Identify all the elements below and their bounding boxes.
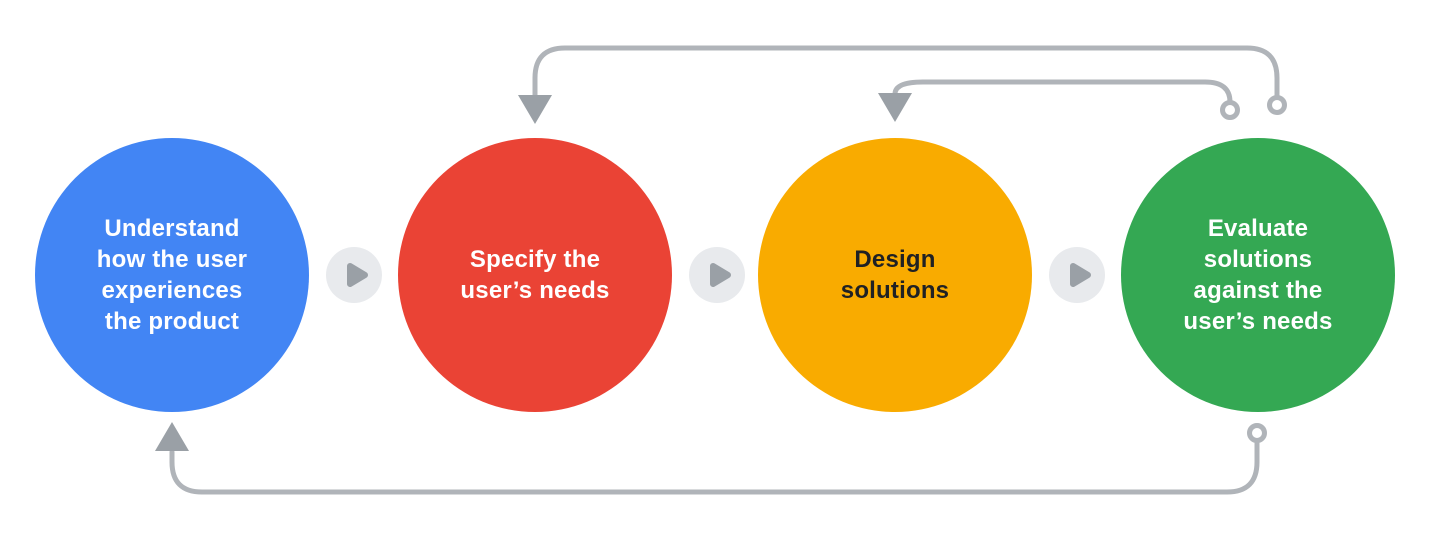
next-step-badge-1 [326, 247, 382, 303]
step-circle-evaluate: Evaluate solutions against the user’s ne… [1121, 138, 1395, 412]
arrowhead-down-icon [518, 95, 552, 124]
feedback-arrow-evaluate-to-specify [518, 45, 1287, 124]
arrowhead-up-icon [155, 422, 189, 451]
arrowhead-down-icon [878, 93, 912, 122]
step-label-design: Design solutions [840, 246, 950, 304]
feedback-line [169, 438, 1260, 495]
play-triangle-icon [1070, 263, 1091, 287]
feedback-arrow-evaluate-to-understand [155, 422, 1267, 495]
play-triangle-icon [710, 263, 731, 287]
play-triangle-shape [1070, 263, 1091, 287]
feedback-arrow-evaluate-to-design [878, 79, 1240, 122]
feedback-line [532, 45, 1280, 100]
step-circle-design: Design solutions [758, 138, 1032, 412]
play-triangle-shape [710, 263, 731, 287]
step-label-specify: Specify the user’s needs [460, 246, 610, 304]
next-step-badge-2 [689, 247, 745, 303]
arrow-origin-dot [1267, 95, 1287, 115]
step-label-understand: Understand how the user experiences the … [96, 215, 248, 335]
play-triangle-icon [347, 263, 368, 287]
step-label-evaluate: Evaluate solutions against the user’s ne… [1183, 215, 1333, 335]
play-triangle-shape [347, 263, 368, 287]
next-step-badge-3 [1049, 247, 1105, 303]
arrow-origin-dot [1220, 100, 1240, 120]
step-circle-understand: Understand how the user experiences the … [35, 138, 309, 412]
feedback-line [892, 79, 1233, 105]
step-circle-specify: Specify the user’s needs [398, 138, 672, 412]
arrow-origin-dot [1247, 423, 1267, 443]
